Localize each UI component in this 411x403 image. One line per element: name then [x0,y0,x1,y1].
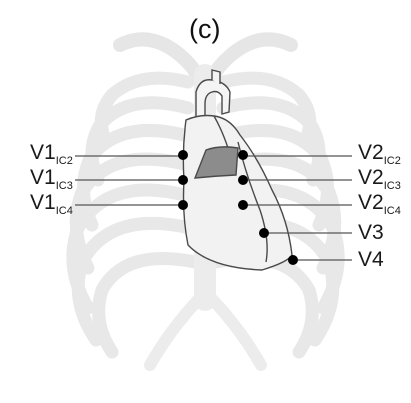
panel-label: (c) [189,14,220,45]
electrode-label-v3: V3 [358,222,384,243]
electrode-label-v2-ic2: V2IC2 [358,142,401,167]
electrode-label-v4: V4 [358,249,384,270]
electrode-label-v1-ic2: V1IC2 [30,142,73,167]
electrode-label-v1-ic4: V1IC4 [30,192,73,217]
electrode-label-v1-ic3: V1IC3 [30,167,73,192]
lower-costal-right [213,300,261,365]
electrode-v1-ic4-dot [178,200,188,210]
left-ribs [73,78,195,352]
electrode-v2-ic4-dot [238,200,248,210]
electrode-label-v2-ic3: V2IC3 [358,167,401,192]
electrode-v2-ic3-dot [238,175,248,185]
electrode-v4-dot [288,255,298,265]
electrode-v3-dot [259,228,269,238]
electrode-v1-ic2-dot [178,150,188,160]
electrode-label-v2-ic4: V2IC4 [358,192,401,217]
electrode-v2-ic2-dot [238,150,248,160]
electrode-v1-ic3-dot [178,175,188,185]
lower-costal-left [150,300,198,365]
